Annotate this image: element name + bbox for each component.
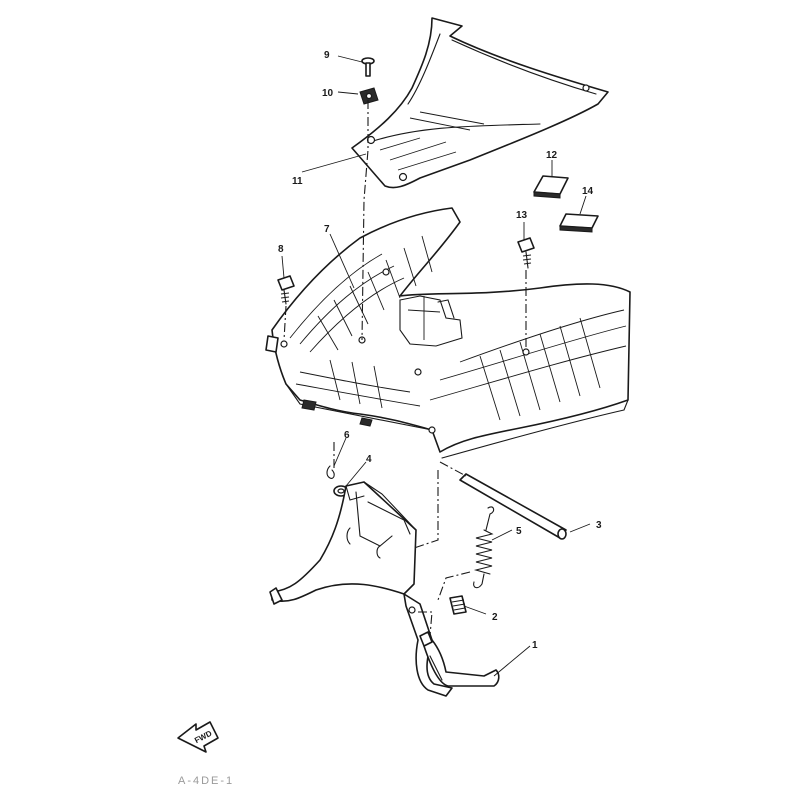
shaft-part-3 xyxy=(459,473,567,540)
callout-8: 8 xyxy=(278,244,284,255)
callout-10: 10 xyxy=(322,88,334,99)
callout-3: 3 xyxy=(596,520,602,531)
floor-board-part-7 xyxy=(265,207,631,459)
bolt-part-13 xyxy=(517,237,535,269)
callout-labels: 9 10 11 12 14 13 8 7 6 4 5 3 2 1 xyxy=(278,50,602,651)
bushing-part-2 xyxy=(449,595,467,615)
bolt-part-8 xyxy=(277,275,295,305)
callout-7: 7 xyxy=(324,224,330,235)
callout-11: 11 xyxy=(292,176,303,187)
clip-part-6 xyxy=(326,465,335,479)
drawing-code: A-4DE-1 xyxy=(178,775,234,787)
callout-4: 4 xyxy=(366,454,372,465)
leader-lines xyxy=(281,55,591,677)
main-stand xyxy=(269,481,453,697)
screw-part-9 xyxy=(361,57,375,77)
forward-arrow-icon: FWD xyxy=(177,721,219,753)
callout-2: 2 xyxy=(492,612,498,623)
side-stand-part-1 xyxy=(419,631,500,687)
nut-part-10 xyxy=(359,87,379,105)
callout-6: 6 xyxy=(344,430,350,441)
callout-12: 12 xyxy=(546,150,558,161)
callout-13: 13 xyxy=(516,210,528,221)
pad-part-14 xyxy=(559,213,599,233)
pad-part-12 xyxy=(533,175,569,199)
callout-5: 5 xyxy=(516,526,522,537)
upper-cover-part-11 xyxy=(351,17,609,189)
callout-9: 9 xyxy=(324,50,330,61)
spring-part-5 xyxy=(473,506,495,589)
callout-14: 14 xyxy=(582,186,594,197)
callout-1: 1 xyxy=(532,640,538,651)
